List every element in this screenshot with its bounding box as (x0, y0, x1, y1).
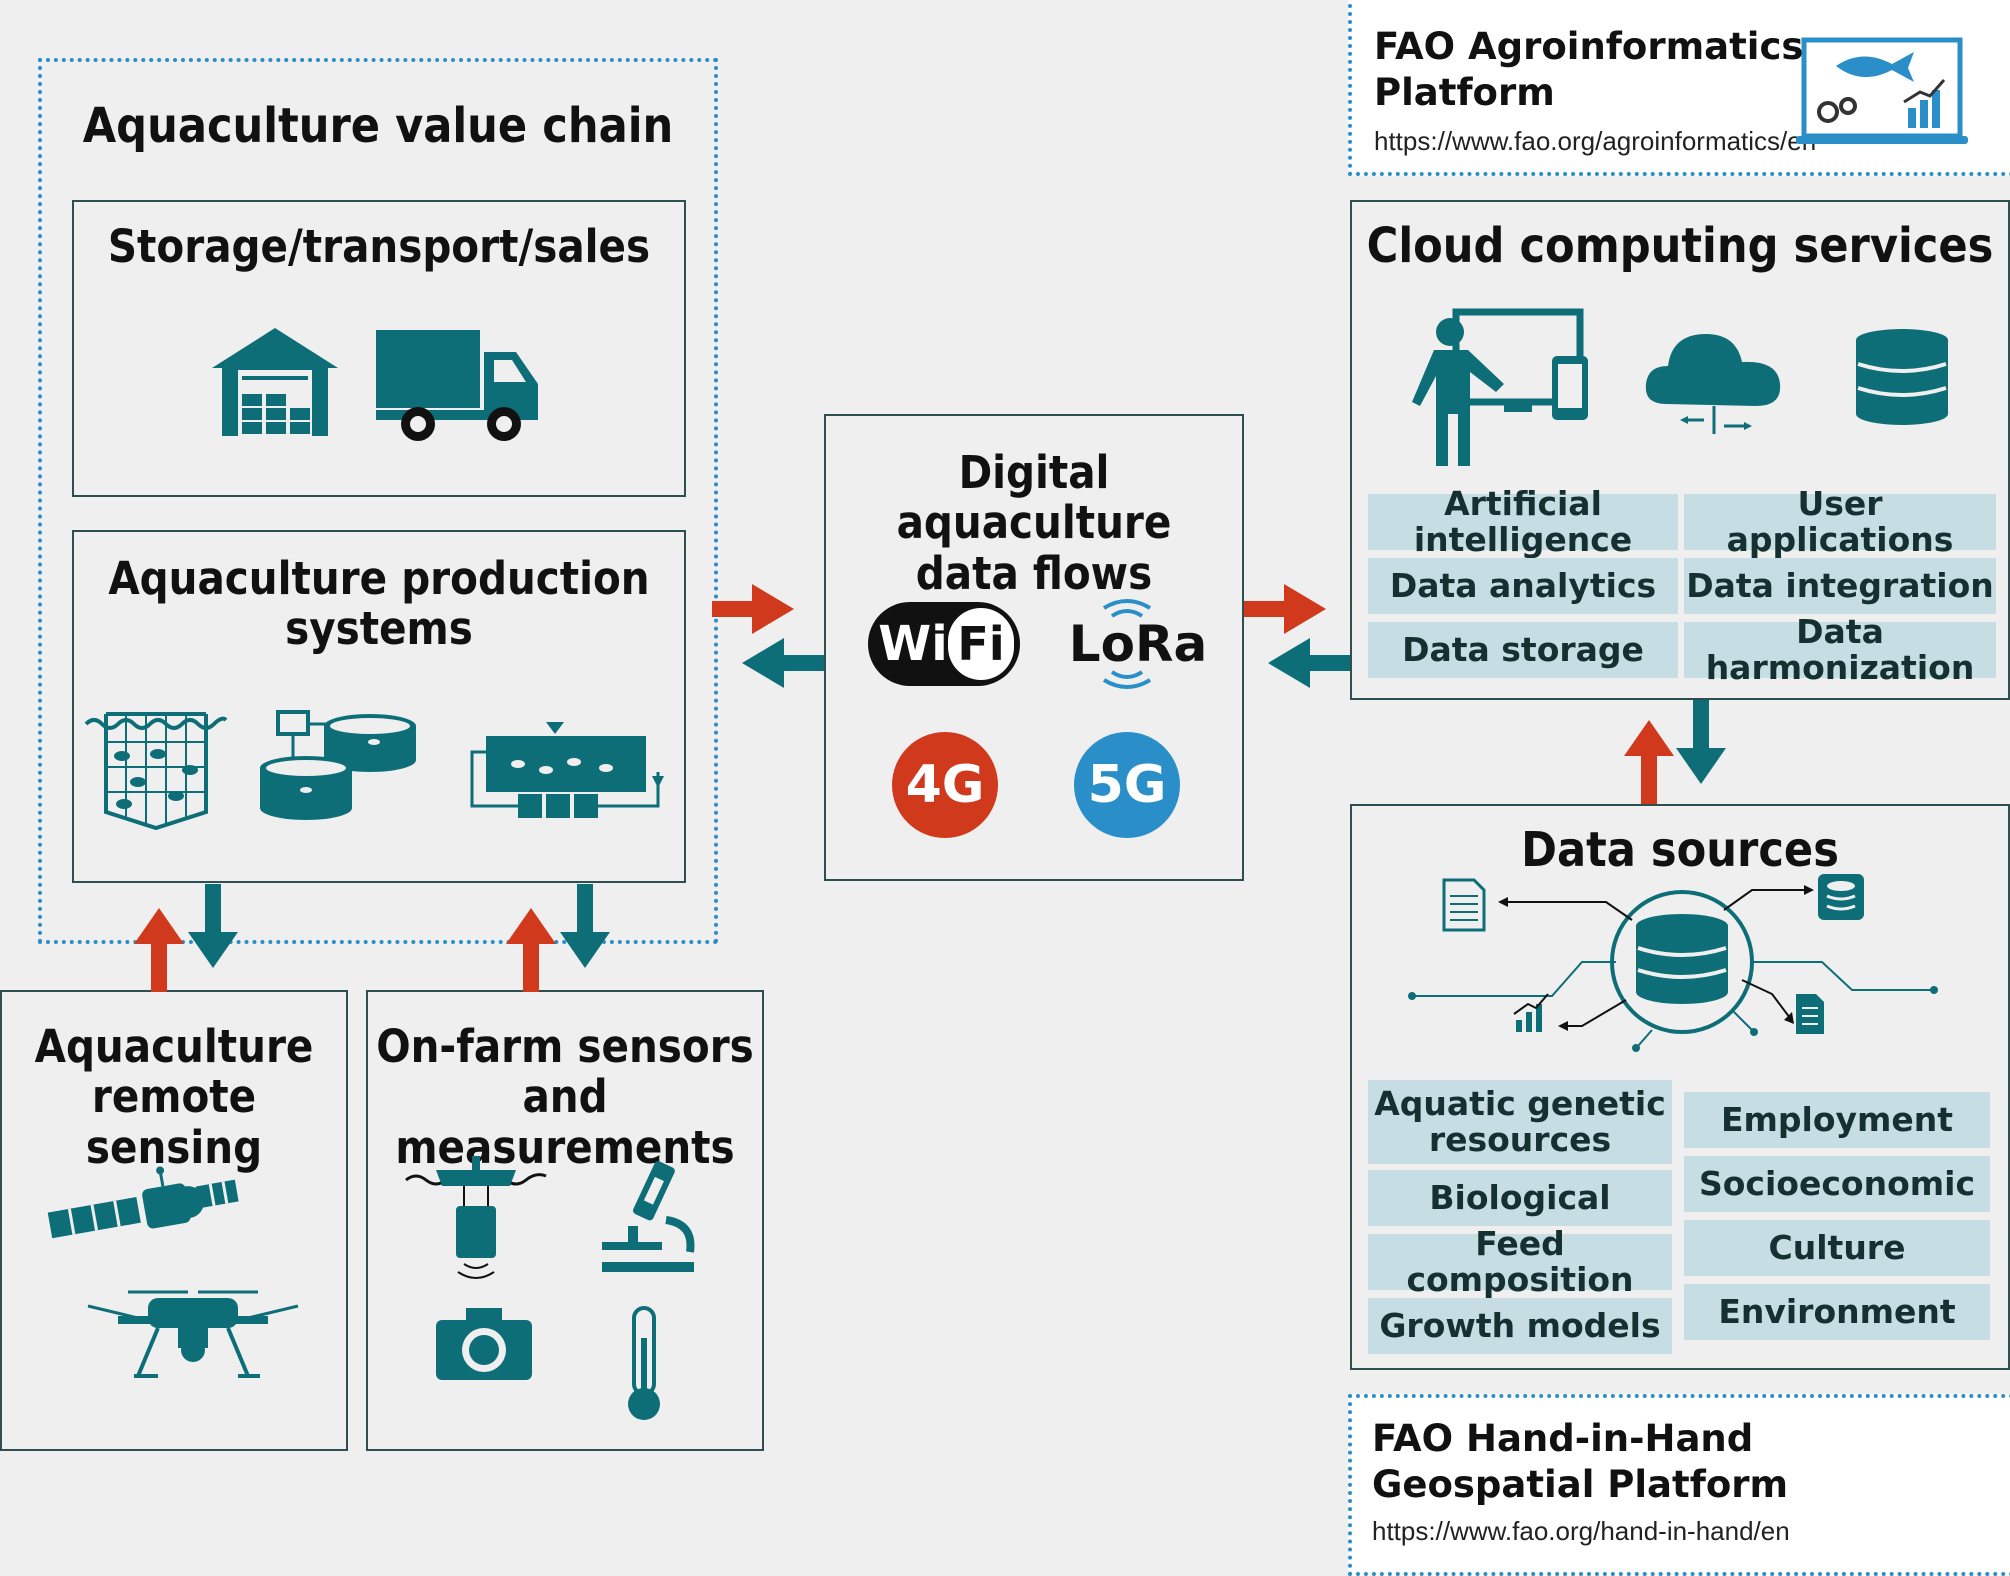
remote-sensing-box: Aquaculture remote sensing (0, 990, 348, 1451)
camera-icon (436, 1308, 532, 1380)
warehouse-icon (212, 328, 338, 436)
chip-data-integration: Data integration (1684, 558, 1996, 614)
production-title-line-2: systems (285, 602, 473, 656)
arrow-left-from-data-flows (742, 638, 824, 688)
truck-icon (376, 330, 538, 441)
value-chain-region (38, 58, 718, 944)
chip-aquatic-genetic-line-1: Aquatic genetic (1374, 1083, 1666, 1123)
cloud-box: Cloud computing services Artificial inte… (1350, 200, 2010, 700)
sensors-title: On-farm sensors and measurements (368, 1020, 762, 1174)
badge-4g: 4G (892, 732, 998, 838)
arrow-up-to-cloud (1624, 720, 1674, 804)
database-icon (1856, 329, 1948, 425)
sensors-title-line-1: On-farm sensors (376, 1020, 754, 1073)
data-flows-title-line-1: Digital aquaculture (896, 446, 1172, 550)
arrow-left-from-cloud (1268, 638, 1350, 688)
sensors-box: On-farm sensors and measurements (366, 990, 764, 1451)
hand-in-hand-region (1348, 1394, 2010, 1576)
hand-in-hand-url[interactable]: https://www.fao.org/hand-in-hand/en (1372, 1516, 1790, 1546)
production-title: Aquaculture production systems (74, 552, 684, 656)
agroinformatics-title: FAO Agroinformatics Platform (1374, 24, 1803, 116)
storage-box: Storage/transport/sales (72, 200, 686, 497)
chip-socioeconomic: Socioeconomic (1684, 1156, 1990, 1212)
hand-in-hand-title-line-1: FAO Hand-in-Hand (1372, 1417, 1754, 1460)
chip-employment: Employment (1684, 1092, 1990, 1148)
arrow-up-remote-sensing (134, 908, 184, 992)
badge-5g: 5G (1074, 732, 1180, 838)
data-flows-title-line-2: data flows (915, 546, 1153, 600)
agroinformatics-url[interactable]: https://www.fao.org/agroinformatics/en (1374, 126, 1817, 156)
data-sources-box: Data sources (1350, 804, 2010, 1370)
wifi-logo-left: Wi (878, 616, 948, 672)
hand-in-hand-title-line-2: Geospatial Platform (1372, 1463, 1789, 1506)
cloud-title: Cloud computing services (1366, 218, 1994, 274)
chip-biological: Biological (1368, 1170, 1672, 1226)
lora-signal-icon (1102, 599, 1152, 689)
chip-feed-composition: Feed composition (1368, 1225, 1672, 1298)
remote-sensing-title-line-2: remote sensing (85, 1070, 263, 1174)
remote-sensing-title-line-1: Aquaculture (34, 1020, 314, 1073)
chip-aquatic-genetic-line-2: resources (1428, 1120, 1612, 1159)
chip-environment: Environment (1684, 1284, 1990, 1340)
net-cage-icon (84, 712, 228, 831)
satellite-icon (47, 1166, 239, 1239)
laptop-fish-icon (1796, 37, 1968, 144)
chip-data-harmonization: Data harmonization (1684, 613, 1996, 686)
agroinformatics-region (1348, 0, 2010, 176)
arrow-down-remote-sensing (188, 884, 238, 968)
drone-icon (87, 1290, 299, 1378)
tanks-icon (260, 710, 416, 820)
remote-sensing-title: Aquaculture remote sensing (2, 1020, 346, 1174)
chip-user-applications: User applications (1684, 485, 1996, 558)
chip-culture: Culture (1684, 1220, 1990, 1276)
database-hub-icon (1408, 874, 1938, 1052)
agroinformatics-title-line-1: FAO Agroinformatics (1374, 25, 1804, 68)
cloud-icon (1645, 334, 1781, 434)
lora-text: LoRa (1068, 615, 1208, 673)
arrow-right-to-cloud (1244, 584, 1326, 634)
chip-aquatic-genetic-resources: Aquatic genetic resources (1368, 1080, 1672, 1164)
arrow-up-sensors (506, 908, 556, 992)
production-box: Aquaculture production systems (72, 530, 686, 883)
hand-in-hand-title: FAO Hand-in-Hand Geospatial Platform (1372, 1416, 1788, 1508)
thermometer-icon (628, 1306, 660, 1420)
data-flows-title: Digital aquaculture data flows (826, 446, 1242, 600)
chip-growth-models: Growth models (1368, 1298, 1672, 1354)
value-chain-title: Aquaculture value chain (82, 98, 674, 154)
storage-title: Storage/transport/sales (107, 220, 651, 273)
recirculating-system-icon (470, 722, 664, 818)
agroinformatics-title-line-2: Platform (1374, 71, 1555, 114)
chip-artificial-intelligence: Artificial intelligence (1368, 485, 1678, 558)
user-screen-icon (1412, 308, 1588, 466)
arrow-down-sensors (560, 884, 610, 968)
wifi-logo: Wi Fi (868, 594, 1020, 694)
chip-data-storage: Data storage (1368, 622, 1678, 678)
arrow-down-from-cloud (1676, 700, 1726, 784)
data-sources-title: Data sources (1521, 822, 1839, 878)
data-flows-box: Digital aquaculture data flows Wi Fi LoR… (824, 414, 1244, 881)
buoy-sensor-icon (405, 1156, 547, 1279)
production-title-line-1: Aquaculture production (108, 552, 650, 605)
arrow-right-to-data-flows (712, 584, 794, 634)
chip-data-analytics: Data analytics (1368, 558, 1678, 614)
lora-logo: LoRa (1058, 592, 1218, 696)
microscope-icon (602, 1161, 695, 1272)
sensors-title-line-2: and measurements (395, 1070, 735, 1174)
wifi-logo-right: Fi (957, 617, 1005, 671)
